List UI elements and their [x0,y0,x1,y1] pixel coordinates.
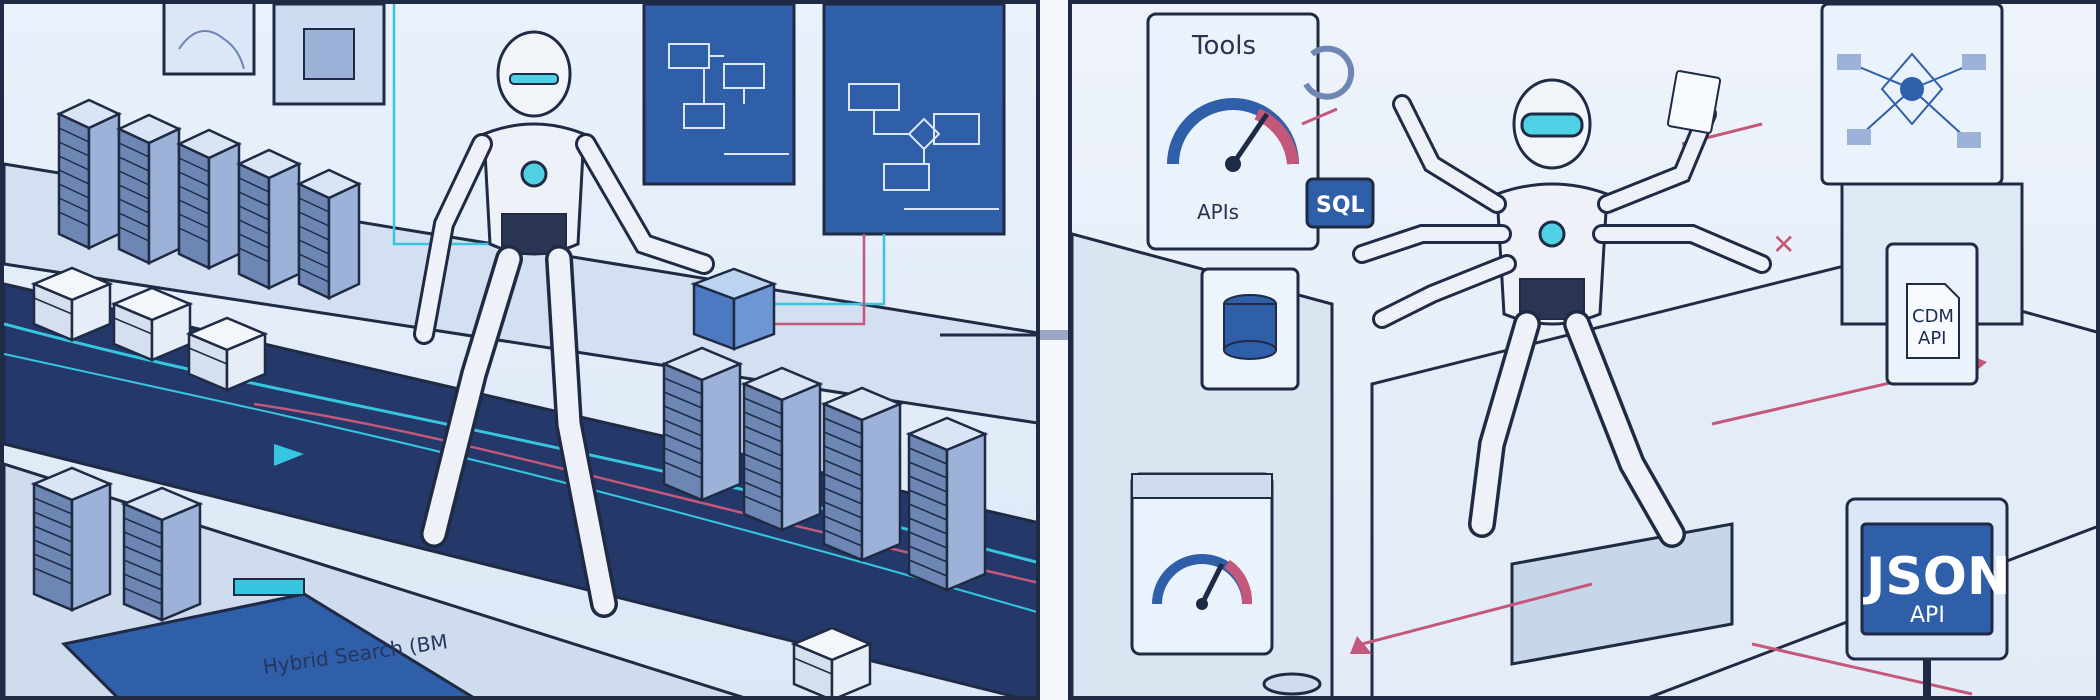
wall-cable-cyan [392,4,524,246]
document-icon [1906,283,1960,359]
robot-goggles [1520,112,1584,138]
hybrid-search-blueprint: Hybrid Search (BM [60,592,474,696]
robot-left-leg [1471,313,1538,535]
data-cube [30,266,114,342]
multi-armed-robot [1352,70,1772,548]
robot-left-leg [423,248,520,545]
server-stack-group [56,98,362,300]
json-api-sign: JSON API [1845,497,2011,696]
wall-cable-cyan-2 [764,234,886,306]
floor-light-strip [233,578,305,596]
server-stack [120,486,204,622]
floor-node [1262,672,1322,696]
cdm-label: CDM [1912,306,1954,327]
server-stack [296,168,362,300]
flow-arrow-icon [274,444,304,466]
server-stack [176,128,242,270]
apis-label: APIs [1197,200,1239,224]
front-server-stacks [30,346,989,622]
x-mark-icon: ✕ [1772,228,1795,261]
server-stack [820,386,904,562]
arrow-left-icon [1350,636,1372,654]
cdm-api-label: API [1918,328,1946,349]
left-illustration-panel: Hybrid Search (BM [0,0,1040,700]
refresh-icon [1303,45,1355,100]
json-label: JSON [1863,547,2011,607]
robot-visor [509,73,559,85]
tools-label: Tools [1191,31,1256,61]
robot-right-arm [578,136,712,272]
server-stack [116,113,182,265]
sql-badge: SQL [1305,177,1375,229]
platform-flow-pink [1361,582,1593,646]
belt-cube-group [30,266,874,696]
server-stack [30,466,114,612]
platform-flow-pink-2 [1751,642,1973,696]
tools-gauge-card: Tools APIs [1146,12,1320,251]
data-cube [110,286,194,362]
json-api-label: API [1910,603,1945,628]
server-stack [905,416,989,592]
data-cube [790,626,874,696]
robot-left-arm [416,136,490,342]
robot-core-light [520,160,548,188]
walking-robot [413,30,715,618]
speedometer-icon [1199,562,1225,606]
data-cube [185,316,269,392]
robot-core-light [1538,220,1566,248]
robot-arms [1352,94,1772,329]
database-card [1200,267,1300,391]
speed-gauge-card [1130,472,1274,656]
right-illustration-panel: ✕ Tools APIs SQL [1068,0,2100,700]
robot-right-leg [548,248,615,615]
cdm-api-card: CDM API [1885,242,1979,386]
wall-frame-cube [272,4,386,106]
server-stack [740,366,824,532]
network-diagram-card [1820,4,2004,186]
wall-frame-sketch [162,4,256,76]
right-scene: ✕ Tools APIs SQL [1072,4,2096,696]
left-scene: Hybrid Search (BM [4,4,1036,696]
blueprint-poster-1 [642,4,796,186]
gauge-needle-icon [1230,112,1270,166]
server-stack [56,98,122,250]
wall-cable-pink [764,234,866,326]
server-stack [236,148,302,290]
robot-right-leg [1566,313,1683,545]
sql-label: SQL [1316,193,1365,218]
held-cube [690,267,778,351]
held-document-icon [1666,70,1722,134]
blueprint-poster-2 [822,4,1006,236]
server-stack [660,346,744,502]
